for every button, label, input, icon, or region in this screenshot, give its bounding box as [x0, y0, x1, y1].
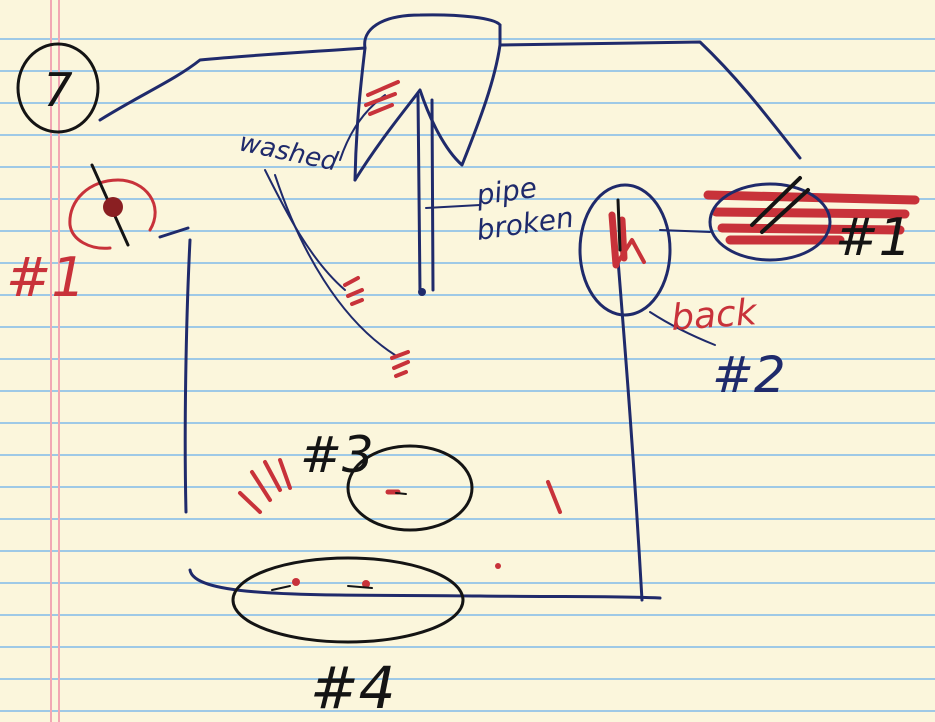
- marker-one-right-group: #1: [660, 178, 915, 268]
- note-back: back: [670, 292, 760, 339]
- marker-one-left-group: #1: [6, 165, 155, 309]
- marker-four-group: #4: [233, 558, 463, 722]
- note-washed: washed: [237, 128, 341, 178]
- marker-three-group: #3: [300, 426, 472, 530]
- marker-one-right-label: #1: [835, 208, 912, 268]
- marker-three-label: #3: [300, 426, 374, 484]
- marker-two-group: #2 pipe broken back: [473, 171, 785, 404]
- marker-two-label: #2: [712, 346, 786, 404]
- marker-one-left-label: #1: [6, 246, 86, 309]
- page-number: 7: [43, 63, 72, 117]
- marker-four-label: #4: [310, 654, 396, 722]
